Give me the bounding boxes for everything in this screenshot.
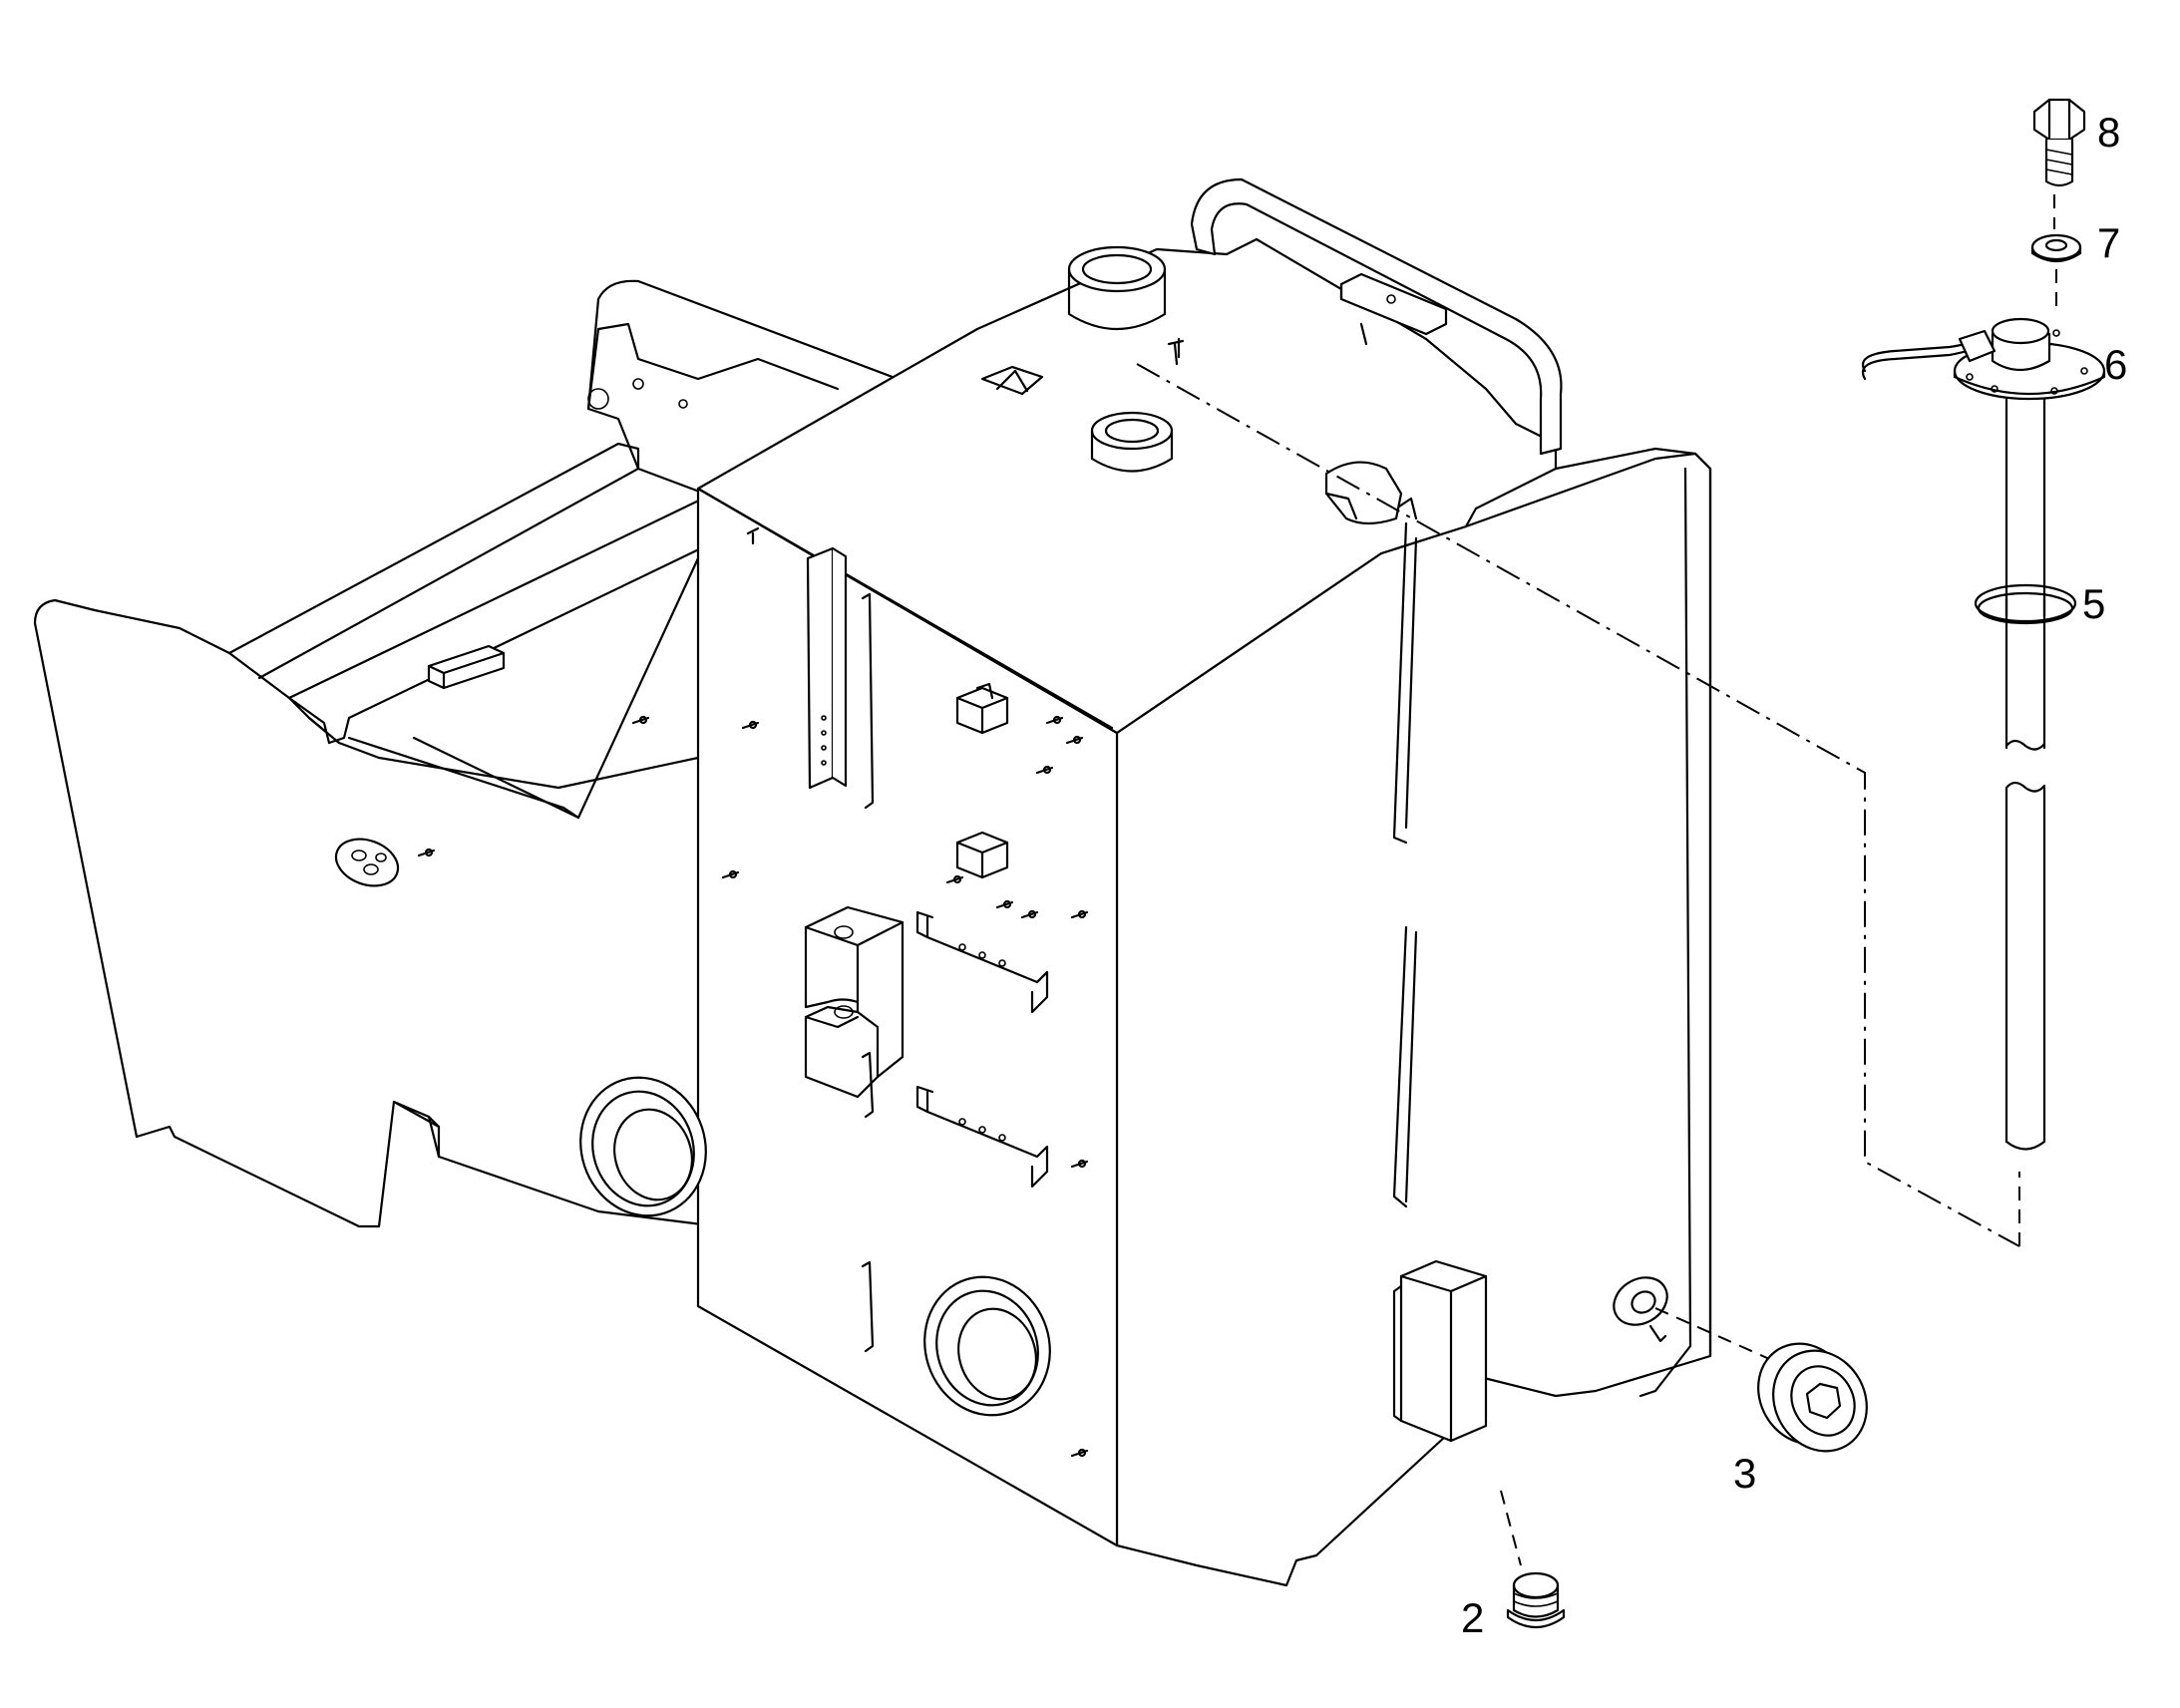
callout-7: 7 (2097, 219, 2120, 266)
callout-6: 6 (2104, 341, 2127, 388)
hydraulic-tank (33, 177, 1712, 1587)
callout-5: 5 (2082, 580, 2105, 627)
bolt-part-8 (2032, 98, 2086, 187)
callout-2: 2 (1461, 1594, 1484, 1641)
callout-3: 3 (1733, 1450, 1756, 1497)
leader-lines (1136, 194, 2057, 1566)
callout-8: 8 (2097, 109, 2120, 156)
washer-part-7 (2030, 233, 2082, 263)
level-sender-part-6 (1862, 317, 2106, 1151)
drain-plug-part-2 (1506, 1571, 1566, 1628)
plug-part-3 (1757, 1342, 1868, 1453)
o-ring-part-5 (1974, 583, 2077, 625)
